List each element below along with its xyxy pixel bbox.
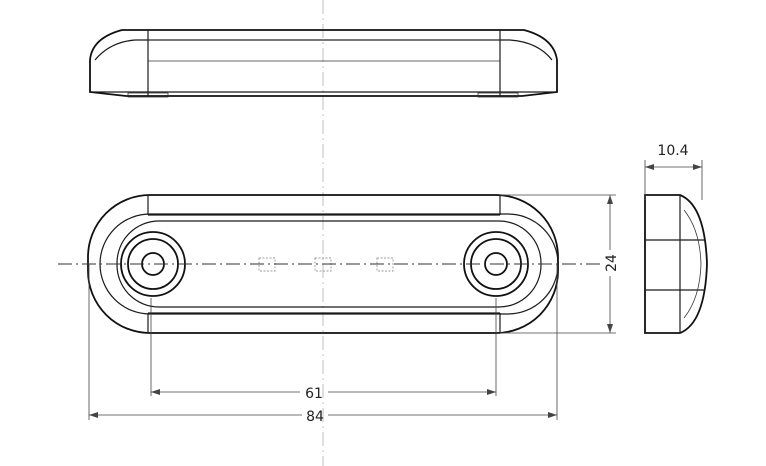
dim-label-10-4: 10.4 bbox=[657, 143, 688, 159]
dimension-depth: 10.4 bbox=[644, 143, 703, 200]
dim-label-24: 24 bbox=[604, 254, 620, 272]
top-view bbox=[89, 29, 558, 98]
dimension-overall-length: 84 bbox=[88, 264, 558, 425]
top-view-outline bbox=[89, 29, 558, 97]
dimension-hole-spacing: 61 bbox=[150, 298, 497, 402]
dim-label-84: 84 bbox=[306, 409, 324, 425]
led-marker bbox=[314, 257, 332, 272]
led-marker bbox=[376, 257, 394, 272]
led-marker bbox=[258, 257, 276, 272]
side-view-outline bbox=[644, 194, 708, 334]
dimension-height: 24 bbox=[500, 194, 620, 334]
front-view bbox=[58, 194, 600, 334]
side-view bbox=[644, 194, 708, 334]
dim-label-61: 61 bbox=[305, 386, 323, 402]
